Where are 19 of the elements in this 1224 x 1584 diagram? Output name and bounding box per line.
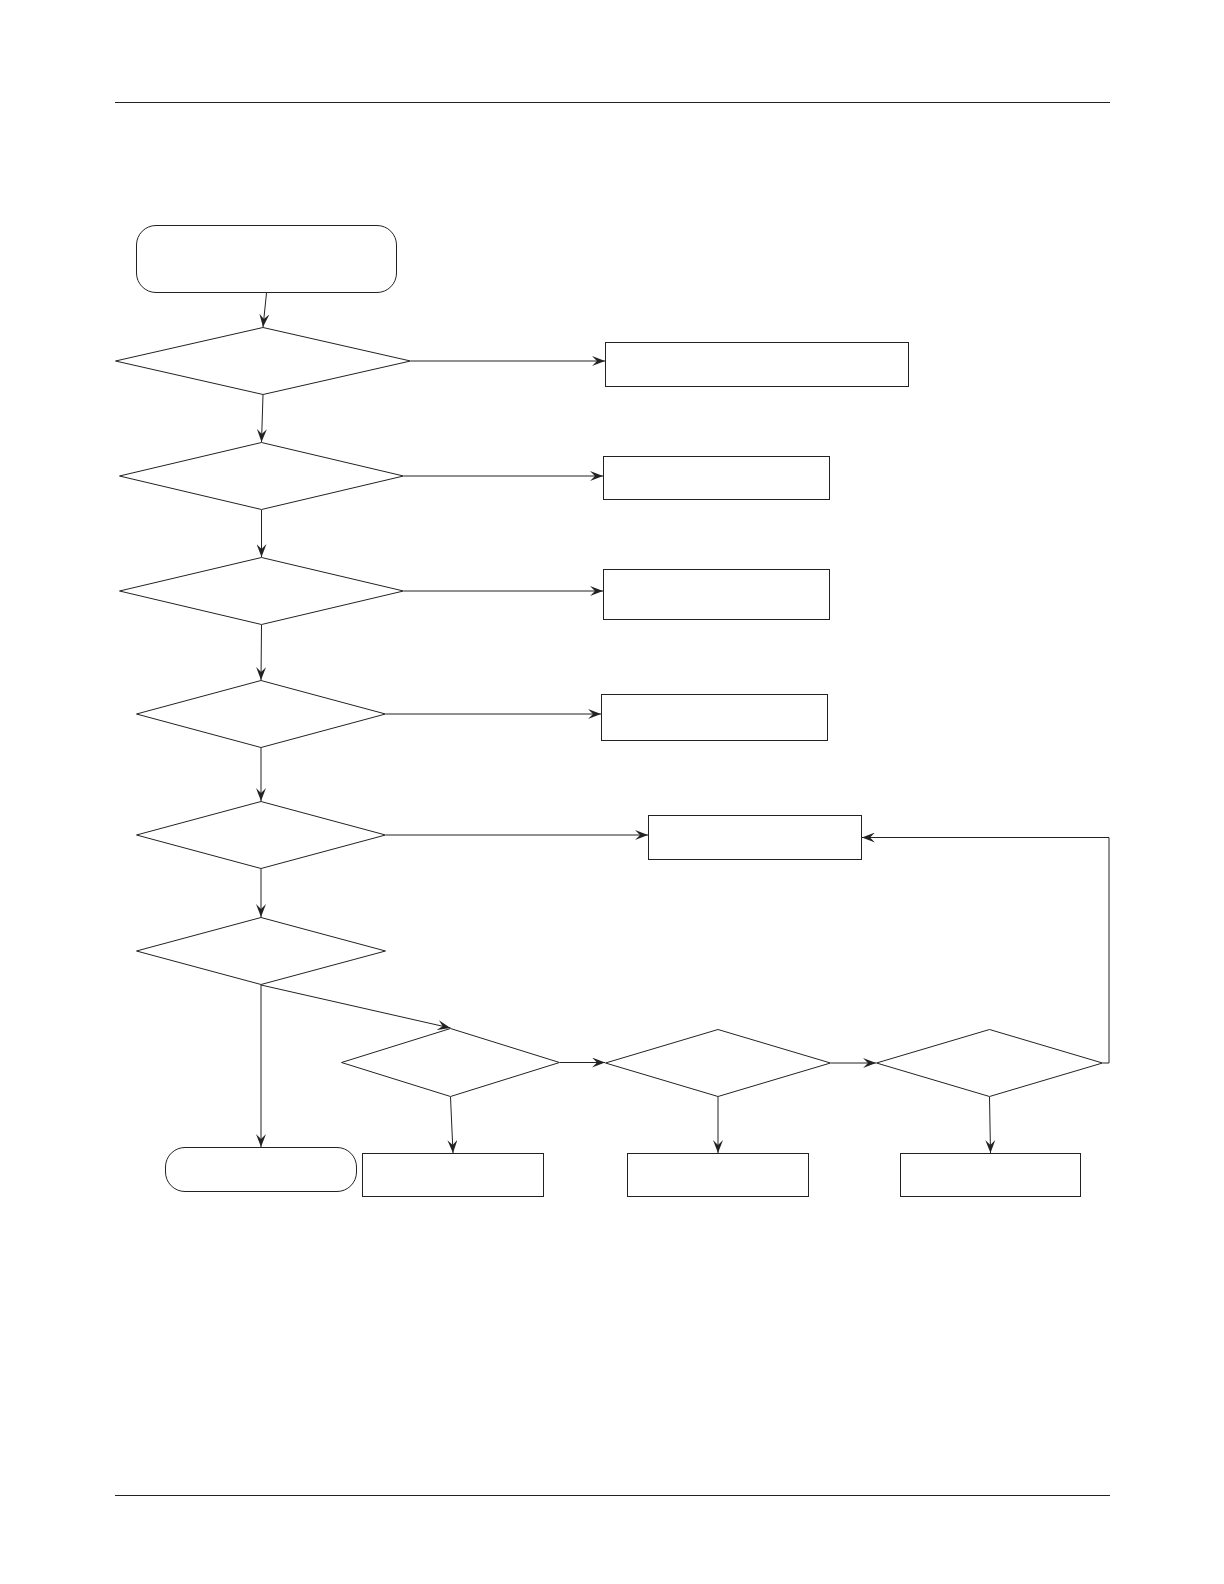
arrow (830, 1058, 877, 1068)
arrow (985, 1096, 996, 1154)
arrow (385, 709, 602, 719)
arrow (256, 394, 267, 443)
arrow (713, 1096, 723, 1154)
arrow (403, 586, 604, 596)
arrow (256, 868, 266, 918)
arrow (256, 984, 266, 1148)
arrow (403, 471, 604, 481)
arrow (260, 984, 451, 1030)
arrow (256, 747, 266, 802)
arrow (559, 1057, 606, 1068)
arrow (256, 624, 267, 681)
arrow (861, 832, 1110, 1064)
arrow (259, 292, 270, 328)
arrow (256, 509, 267, 558)
arrow (447, 1096, 458, 1154)
arrow (385, 830, 649, 840)
arrow (410, 356, 606, 366)
